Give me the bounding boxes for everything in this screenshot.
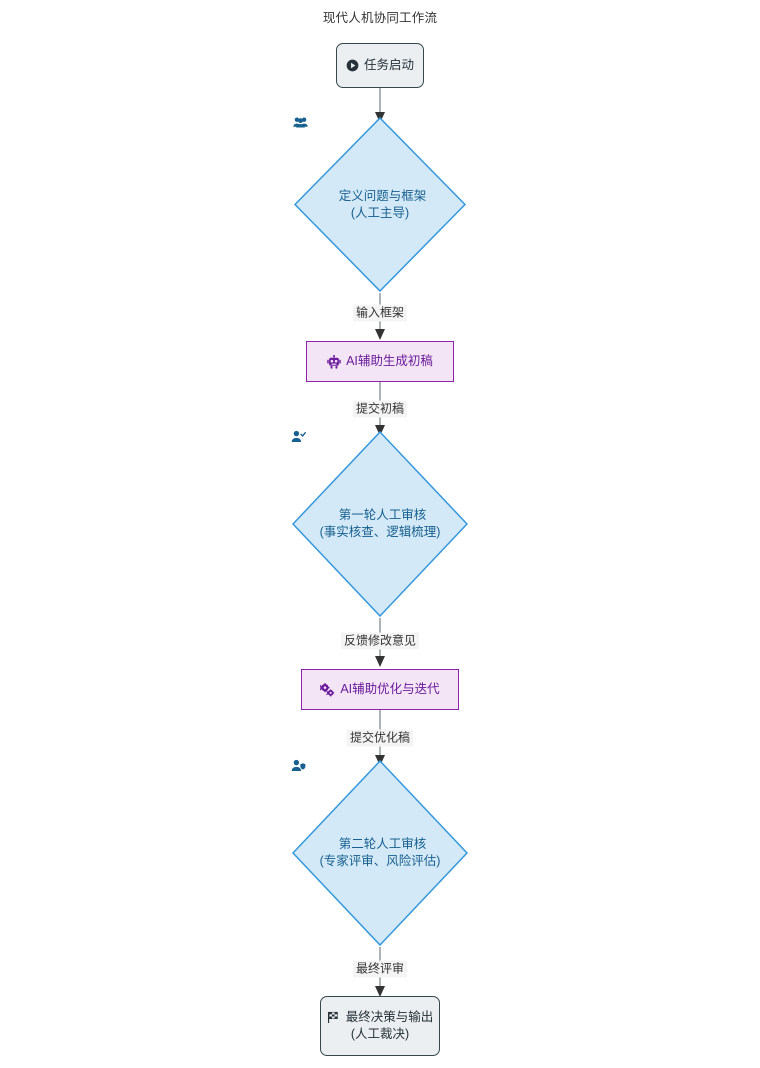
node-final-label: 最终决策与输出 [345, 1010, 434, 1024]
node-ai-draft-line1: AI辅助生成初稿 [327, 353, 433, 370]
node-human-review-1[interactable]: 第一轮人工审核 (事实核查、逻辑梳理) [291, 430, 469, 618]
node-ai-draft[interactable]: AI辅助生成初稿 [306, 341, 454, 382]
node-final-line1: 最终决策与输出 [327, 1009, 434, 1026]
node-start[interactable]: 任务启动 [336, 43, 424, 88]
page-title: 现代人机协同工作流 [322, 11, 438, 25]
play-circle-icon [346, 59, 359, 72]
node-start-label: 任务启动 [363, 58, 414, 72]
cogs-icon [320, 682, 335, 697]
node-start-line1: 任务启动 [346, 57, 414, 74]
node-define-problem[interactable]: 定义问题与框架 (人工主导) [293, 116, 467, 293]
robot-icon [327, 354, 341, 369]
edge-arrow-aidraft-review1 [375, 425, 385, 436]
edge-label-submit-draft: 提交初稿 [352, 400, 408, 418]
node-final-line2: (人工裁决) [350, 1027, 410, 1041]
edge-arrow-define-aidraft [375, 329, 385, 340]
node-ai-refine[interactable]: AI辅助优化与迭代 [301, 669, 459, 710]
diamond-shape [291, 759, 469, 947]
edge-label-feedback: 反馈修改意见 [340, 632, 420, 650]
diamond-shape [291, 430, 469, 618]
edge-arrow-review1-airefine [375, 656, 385, 667]
edge-label-final-review: 最终评审 [352, 960, 408, 978]
edge-label-input-framework: 输入框架 [352, 304, 408, 322]
node-ai-refine-line1: AI辅助优化与迭代 [320, 681, 440, 698]
edge-arrow-review2-final [375, 986, 385, 997]
edge-label-submit-refined: 提交优化稿 [346, 729, 414, 747]
checkered-flag-icon [327, 1011, 341, 1024]
diamond-shape [293, 116, 467, 293]
node-human-review-2[interactable]: 第二轮人工审核 (专家评审、风险评估) [291, 759, 469, 947]
node-final-decision[interactable]: 最终决策与输出 (人工裁决) [320, 996, 440, 1056]
node-ai-draft-label: AI辅助生成初稿 [346, 354, 433, 368]
node-ai-refine-label: AI辅助优化与迭代 [340, 682, 440, 696]
